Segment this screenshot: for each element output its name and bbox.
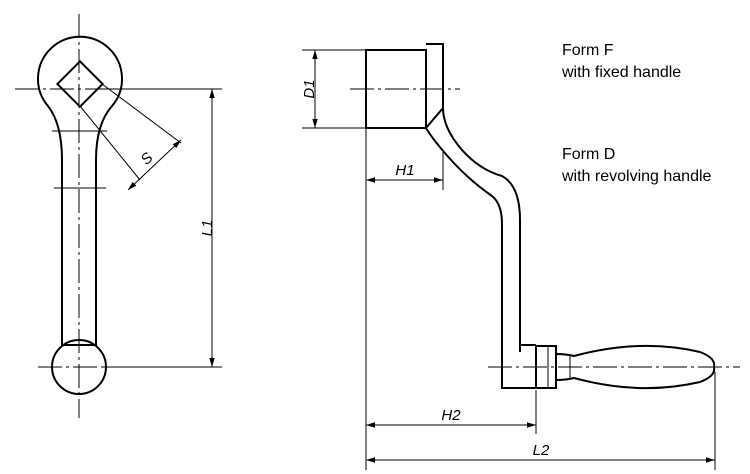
arm-plate-inner (425, 107, 444, 129)
d1-label: D1 (301, 79, 318, 98)
l1-label: L1 (199, 220, 216, 237)
side-view: D1 H1 H2 L2 (301, 43, 740, 470)
arm-plate (426, 43, 536, 346)
arm-lower (501, 372, 537, 389)
square-drive (55, 59, 105, 109)
l2-label: L2 (533, 442, 550, 459)
arm-outline (37, 35, 123, 346)
h1-label: H1 (395, 162, 414, 179)
s-extension-2 (101, 83, 182, 144)
arm-plate-back (425, 127, 503, 372)
form-d-title: Form D (562, 146, 616, 163)
form-d-desc: with revolving handle (562, 168, 712, 185)
form-f-title: Form F (562, 42, 614, 59)
h2-label: H2 (441, 407, 461, 424)
form-f-note: Form F with fixed handle (562, 40, 681, 84)
front-view: S L1 (15, 14, 222, 418)
s-extension-1 (79, 105, 141, 181)
s-dimension-line (127, 139, 182, 191)
form-f-desc: with fixed handle (562, 64, 682, 81)
form-d-note: Form D with revolving handle (562, 144, 711, 188)
